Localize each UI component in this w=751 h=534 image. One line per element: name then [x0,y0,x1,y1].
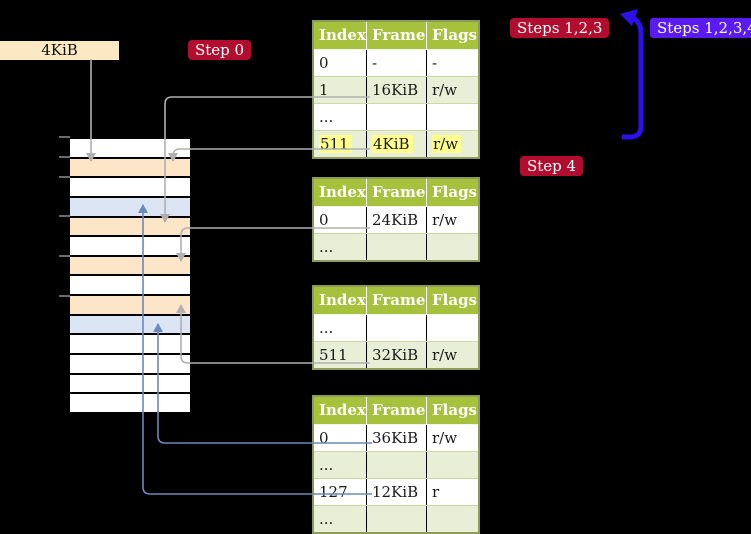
cell-index: ... [319,238,334,256]
memory-frame-row-white [70,394,190,412]
cell-frame: - [366,50,426,76]
memory-address-ticks [59,136,70,297]
table-row-highlighted: 511 4KiB r/w [314,130,478,157]
memory-frame-row-peach [70,256,190,275]
cell-frame [366,234,426,260]
cell-index: ... [319,108,334,126]
cell-index: ... [319,510,334,528]
table-row: ... [314,233,478,260]
header-index: Index [319,291,366,309]
memory-stack [70,137,190,414]
memory-frame-row-blue [70,315,190,334]
steps-1-2-3-label: Steps 1,2,3 [510,18,610,38]
table-row: 0 24KiB r/w [314,207,478,233]
page-table-level1: Index Frame Flags 0 - - 1 16KiB r/w ... … [312,20,480,159]
cell-index: 511 [319,346,348,364]
steps-1-2-3-4-label: Steps 1,2,3,4 [650,18,751,38]
header-flags: Flags [426,22,478,49]
memory-frame-row-blue [70,197,190,216]
cell-flags: r/w [426,342,478,368]
cell-flags [426,506,478,532]
cell-flags [426,104,478,130]
memory-frame-row-peach [70,296,190,314]
header-index: Index [319,183,366,201]
table-row: ... [314,103,478,130]
cell-frame: 32KiB [366,342,426,368]
highlighted-value: 4KiB [372,135,413,153]
header-flags: Flags [426,179,478,206]
cell-flags: r/w [426,425,478,451]
header-frame: Frame [366,22,426,49]
memory-frame-row-white [70,355,190,373]
page-table-level4: Index Frame Flags 0 36KiB r/w ... 127 12… [312,395,480,534]
memory-frame-row-white [70,139,190,157]
memory-frame-row-white [70,178,190,196]
step-4-label: Step 4 [520,156,584,176]
page-table-level2: Index Frame Flags 0 24KiB r/w ... [312,177,480,262]
memory-frame-row-white [70,237,190,255]
table-row: 0 - - [314,50,478,76]
cell-frame: 24KiB [366,207,426,233]
cell-flags: r/w [426,207,478,233]
table-header: Index Frame Flags [314,397,478,425]
cell-flags [426,234,478,260]
header-index: Index [319,26,366,44]
cell-index: 0 [319,211,329,229]
memory-frame-row-white [70,335,190,354]
cell-frame [366,452,426,478]
cell-index: 127 [319,483,348,501]
table-row: 511 32KiB r/w [314,341,478,368]
page-table-level3: Index Frame Flags ... 511 32KiB r/w [312,285,480,370]
memory-frame-row-white [70,276,190,295]
cell-frame: 4KiB [366,131,426,157]
table-row: 1 16KiB r/w [314,76,478,103]
table-header: Index Frame Flags [314,22,478,50]
cell-flags: r/w [426,77,478,103]
page-size-label: 4KiB [0,41,119,60]
header-frame: Frame [366,287,426,314]
header-frame: Frame [366,397,426,424]
header-flags: Flags [426,397,478,424]
memory-frame-row-peach [70,158,190,177]
header-flags: Flags [426,287,478,314]
header-index: Index [319,401,366,419]
cell-flags: - [426,50,478,76]
highlighted-value: 511 [319,135,352,153]
cell-flags [426,315,478,341]
cell-frame: 36KiB [366,425,426,451]
highlighted-value: r/w [432,135,462,153]
cell-frame: 12KiB [366,479,426,505]
table-row: 127 12KiB r [314,478,478,505]
cell-index: 0 [319,429,329,447]
table-row: ... [314,315,478,341]
cell-index: 511 [314,131,366,157]
cell-frame [366,506,426,532]
table-row: ... [314,451,478,478]
cell-flags: r/w [426,131,478,157]
cell-index: ... [319,456,334,474]
cell-frame [366,315,426,341]
cell-index: 0 [319,54,329,72]
cell-index: 1 [319,81,329,99]
table-row: 0 36KiB r/w [314,425,478,451]
cell-flags: r [426,479,478,505]
cell-index: ... [319,319,334,337]
cell-frame: 16KiB [366,77,426,103]
cell-flags [426,452,478,478]
cell-frame [366,104,426,130]
memory-frame-row-white [70,374,190,393]
step-0-label: Step 0 [188,40,252,60]
memory-frame-row-peach [70,217,190,236]
table-header: Index Frame Flags [314,287,478,315]
big-blue-arrow [620,9,644,140]
table-header: Index Frame Flags [314,179,478,207]
header-frame: Frame [366,179,426,206]
